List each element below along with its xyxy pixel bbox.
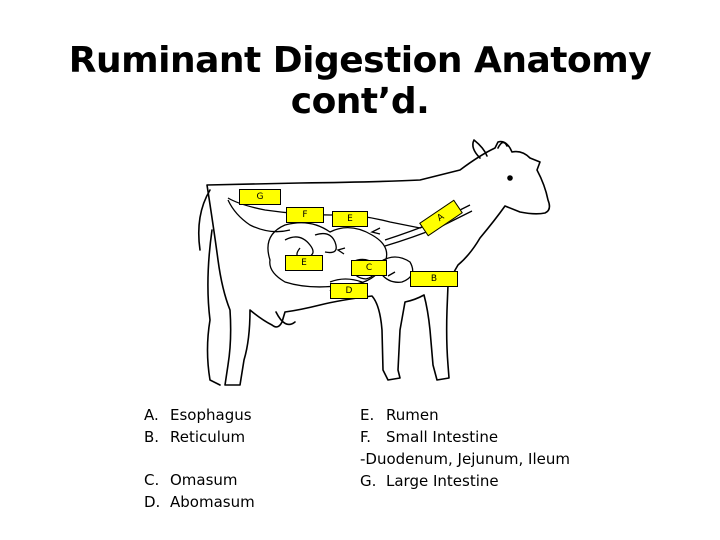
label-d-abomasum: D [330, 283, 368, 299]
label-e-rumen-lower: E [285, 255, 323, 271]
legend-item-f-sub: -Duodenum, Jejunum, Ileum [360, 450, 570, 468]
label-f-small-intestine: F [286, 207, 324, 223]
label-g-large-intestine: G [239, 189, 281, 205]
legend-item-e: E.Rumen [360, 406, 439, 424]
legend-item-f: F.Small Intestine [360, 428, 499, 446]
udder-outline [275, 311, 296, 326]
legend-right: E.Rumen F.Small Intestine -Duodenum, Jej… [360, 404, 570, 492]
legend-left: A.Esophagus B.Reticulum C.Omasum D.Aboma… [144, 404, 255, 513]
label-c-omasum: C [351, 260, 387, 276]
label-e-rumen-upper: E [332, 211, 368, 227]
legend-item-c: C.Omasum [144, 471, 238, 489]
cow-outline [206, 140, 551, 386]
slide-title: Ruminant Digestion Anatomy cont’d. [68, 40, 652, 122]
legend-item-d: D.Abomasum [144, 493, 255, 511]
legend-item-b: B.Reticulum [144, 428, 246, 446]
label-b-reticulum: B [410, 271, 458, 287]
rumen-outline [267, 222, 388, 288]
legend-item-a: A.Esophagus [144, 406, 252, 424]
legend-item-g: G.Large Intestine [360, 472, 499, 490]
